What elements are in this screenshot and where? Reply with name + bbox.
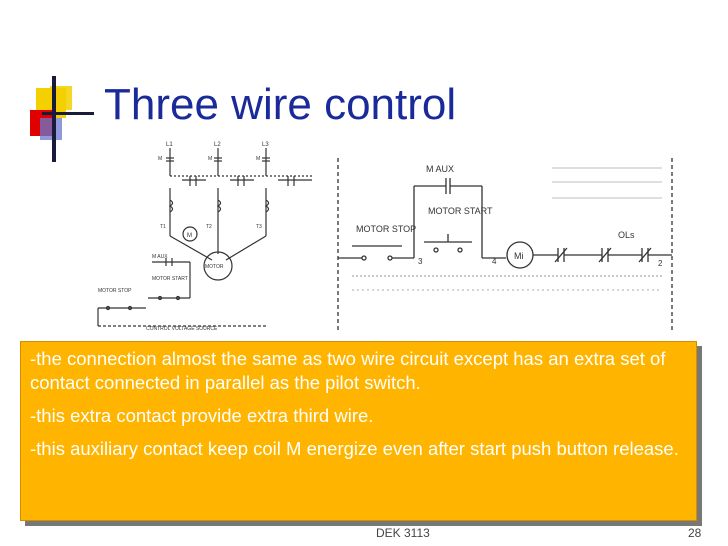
terminal-label-t1: T1 xyxy=(160,224,166,230)
stop-label-right: MOTOR STOP xyxy=(356,224,416,234)
coil-label-left: M xyxy=(187,233,192,239)
bullet-2: -this extra contact provide extra third … xyxy=(30,405,374,426)
power-circuit-diagram: L1 L2 L3 M M M M T1 T2 T3 MOTOR M AUX MO… xyxy=(97,142,314,332)
start-label-left: MOTOR START xyxy=(152,276,188,282)
bullet-3: -this auxiliary contact keep coil M ener… xyxy=(30,438,679,459)
node-label-3: 3 xyxy=(418,257,423,266)
contact-label-1: M xyxy=(158,156,162,162)
slide-logo-icon xyxy=(30,76,94,162)
motor-label: MOTOR xyxy=(205,264,224,270)
terminal-label-t3: T3 xyxy=(256,224,262,230)
node-label-4: 4 xyxy=(492,257,497,266)
ols-label: OLs xyxy=(618,230,635,240)
aux-label-left: M AUX xyxy=(152,254,168,260)
terminal-label-t2: T2 xyxy=(206,224,212,230)
contact-label-2: M xyxy=(208,156,212,162)
aux-label-right: M AUX xyxy=(426,164,454,174)
line-label-l3: L3 xyxy=(262,142,269,148)
stop-label-left: MOTOR STOP xyxy=(98,288,132,294)
coil-label-right: Mi xyxy=(514,251,524,261)
slide-title: Three wire control xyxy=(104,80,457,129)
footer-course-code: DEK 3113 xyxy=(376,526,430,540)
contact-label-3: M xyxy=(256,156,260,162)
line-label-l1: L1 xyxy=(166,142,173,148)
source-label: CONTROL VOLTAGE SOURCE xyxy=(146,326,218,332)
node-label-2: 2 xyxy=(658,259,663,268)
ladder-diagram: M AUX MOTOR START MOTOR STOP 3 4 Mi OLs … xyxy=(337,158,673,330)
start-label-right-1: MOTOR START xyxy=(428,206,493,216)
footer-page-number: 28 xyxy=(688,526,702,540)
bullet-1: -the connection almost the same as two w… xyxy=(30,348,666,393)
explanation-callout: -the connection almost the same as two w… xyxy=(20,341,697,521)
line-label-l2: L2 xyxy=(214,142,221,148)
